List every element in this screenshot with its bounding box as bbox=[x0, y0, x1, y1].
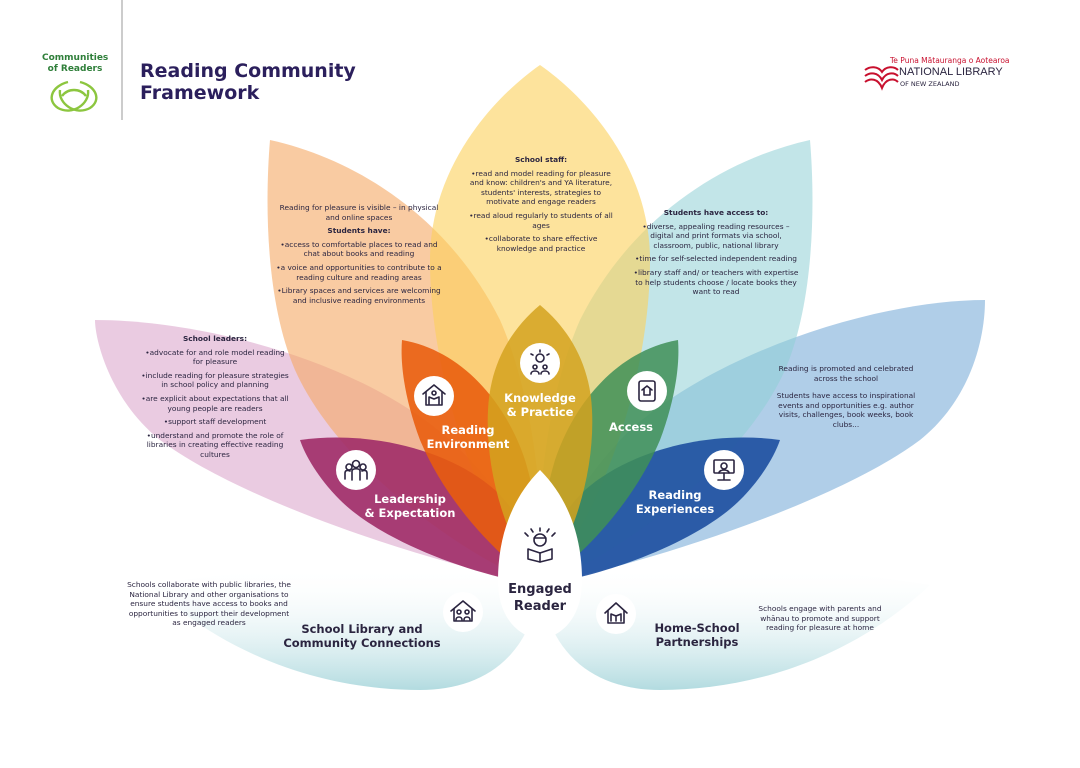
label-school-library-line1: School Library and bbox=[301, 622, 423, 636]
reading-experiences-para1: Reading is promoted and celebrated acros… bbox=[778, 364, 914, 383]
access-text: Students have access to: diverse, appeal… bbox=[630, 208, 802, 301]
access-heading: Students have access to: bbox=[663, 208, 769, 217]
icon-circle-access bbox=[627, 371, 667, 411]
icon-circle-school-library bbox=[443, 592, 483, 632]
label-access: Access bbox=[608, 420, 654, 434]
page-title-line1: Reading Community bbox=[140, 60, 356, 82]
list-item: Library spaces and services are welcomin… bbox=[276, 286, 442, 305]
idea-people-icon bbox=[530, 349, 550, 375]
nl-subtitle: Te Puna Mātauranga o Aotearoa bbox=[890, 56, 1010, 65]
leadership-heading: School leaders: bbox=[182, 334, 248, 343]
communities-logo-mark bbox=[50, 80, 98, 112]
book-icon bbox=[638, 380, 656, 402]
list-item: read and model reading for pleasure and … bbox=[468, 169, 614, 207]
label-home-school: Home-School Partnerships bbox=[645, 621, 749, 649]
knowledge-practice-heading: School staff: bbox=[514, 155, 568, 164]
label-knowledge-line1: Knowledge bbox=[504, 391, 576, 405]
icon-circle-home-school bbox=[596, 594, 636, 634]
label-knowledge-practice: Knowledge & Practice bbox=[490, 391, 590, 419]
group-icon bbox=[344, 459, 368, 481]
page-title-line2: Framework bbox=[140, 82, 260, 104]
list-item: support staff development bbox=[140, 417, 290, 427]
knowledge-practice-text: School staff: read and model reading for… bbox=[468, 155, 614, 257]
label-reading-environment-line2: Environment bbox=[426, 437, 510, 451]
list-item: understand and promote the role of libra… bbox=[140, 431, 290, 460]
list-item: a voice and opportunities to contribute … bbox=[276, 263, 442, 282]
community-house-icon bbox=[450, 600, 476, 622]
label-leadership: Leadership & Expectation bbox=[360, 492, 460, 520]
reading-environment-intro: Reading for pleasure is visible – in phy… bbox=[279, 203, 439, 222]
list-item: are explicit about expectations that all… bbox=[140, 394, 290, 413]
label-leadership-line2: & Expectation bbox=[364, 506, 456, 520]
icon-circle-leadership bbox=[336, 450, 376, 490]
label-experiences-line2: Experiences bbox=[635, 502, 715, 516]
list-item: access to comfortable places to read and… bbox=[276, 240, 442, 259]
home-school-text: Schools engage with parents and whānau t… bbox=[758, 604, 882, 633]
label-experiences-line1: Reading bbox=[648, 488, 702, 502]
nl-country: OF NEW ZEALAND bbox=[900, 80, 960, 88]
house-book-icon bbox=[422, 384, 446, 406]
petal-base-right bbox=[540, 566, 930, 690]
list-item: include reading for pleasure strategies … bbox=[140, 371, 290, 390]
list-item: diverse, appealing reading resources – d… bbox=[630, 222, 802, 251]
list-item: read aloud regularly to students of all … bbox=[468, 211, 614, 230]
list-item: time for self-selected independent readi… bbox=[630, 254, 802, 264]
petal-base-left bbox=[150, 566, 540, 690]
label-engaged-line1: Engaged bbox=[508, 582, 572, 597]
label-reading-environment: Reading Environment bbox=[412, 423, 524, 451]
icon-circle-knowledge bbox=[520, 343, 560, 383]
national-library-mark bbox=[864, 66, 899, 91]
page-title: Reading Community Framework bbox=[140, 60, 400, 104]
label-engaged-line2: Reader bbox=[513, 599, 567, 614]
label-knowledge-line2: & Practice bbox=[506, 405, 574, 419]
label-school-library-line2: Community Connections bbox=[283, 636, 441, 650]
logo-text: Communities of Readers bbox=[42, 53, 109, 74]
label-reading-environment-line1: Reading bbox=[441, 423, 495, 437]
reading-environment-heading: Students have: bbox=[327, 226, 391, 236]
label-leadership-line1: Leadership bbox=[374, 492, 446, 506]
list-item: advocate for and role model reading for … bbox=[140, 348, 290, 367]
school-library-text: Schools collaborate with public librarie… bbox=[127, 580, 291, 628]
label-engaged-reader: Engaged Reader bbox=[495, 581, 585, 615]
home-book-icon bbox=[604, 602, 628, 624]
leadership-text: School leaders: advocate for and role mo… bbox=[140, 334, 290, 464]
nl-name: NATIONAL LIBRARY bbox=[899, 66, 1003, 78]
list-item: library staff and/ or teachers with expe… bbox=[630, 268, 802, 297]
reading-experiences-text: Reading is promoted and celebrated acros… bbox=[770, 364, 922, 430]
label-home-school-line1: Home-School bbox=[654, 621, 740, 635]
icon-circle-reading-environment bbox=[414, 376, 454, 416]
presenter-icon bbox=[713, 459, 735, 481]
label-reading-experiences: Reading Experiences bbox=[630, 488, 720, 516]
list-item: collaborate to share effective knowledge… bbox=[468, 234, 614, 253]
label-school-library: School Library and Community Connections bbox=[282, 622, 442, 650]
label-home-school-line2: Partnerships bbox=[655, 635, 739, 649]
reading-experiences-para2: Students have access to inspirational ev… bbox=[776, 391, 916, 429]
reading-environment-text: Reading for pleasure is visible – in phy… bbox=[276, 203, 442, 309]
reader-icon bbox=[524, 527, 556, 563]
